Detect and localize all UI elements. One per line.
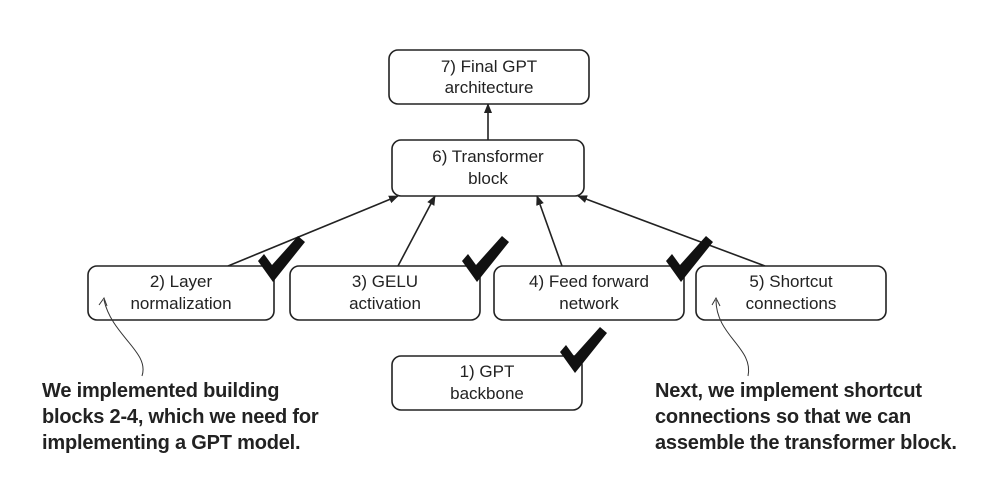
callout-line-left xyxy=(103,299,144,377)
callout-arrow-right xyxy=(711,296,721,307)
node-feed-forward-line2: network xyxy=(559,294,619,313)
checkmark-icon-gpt-backbone xyxy=(560,327,607,373)
node-transformer-line2: block xyxy=(468,169,508,188)
node-shortcut-line2: connections xyxy=(746,294,837,313)
node-feed-forward-network: 4) Feed forward network xyxy=(493,265,685,321)
node-final-gpt-line2: architecture xyxy=(445,78,534,97)
node-transformer-line1: 6) Transformer xyxy=(432,147,544,166)
checkmark-icon-feed-forward-network xyxy=(666,236,713,282)
node-backbone-line1: 1) GPT xyxy=(460,362,515,381)
node-final-gpt-line1: 7) Final GPT xyxy=(441,57,537,76)
node-shortcut-connections: 5) Shortcut connections xyxy=(695,265,887,321)
node-feed-forward-line1: 4) Feed forward xyxy=(529,272,649,291)
checkmark-icon-gelu-activation xyxy=(462,236,509,282)
edge-feedforward-to-transformer xyxy=(536,195,563,267)
node-gelu-activation: 3) GELU activation xyxy=(289,265,481,321)
node-shortcut-line1: 5) Shortcut xyxy=(749,272,832,291)
node-layer-norm-line2: normalization xyxy=(130,294,231,313)
node-backbone-line2: backbone xyxy=(450,384,524,403)
edge-gelu-to-transformer xyxy=(397,195,436,267)
node-final-gpt-architecture: 7) Final GPT architecture xyxy=(388,49,590,105)
node-layer-normalization: 2) Layer normalization xyxy=(87,265,275,321)
callout-arrow-left xyxy=(98,296,108,307)
note-left: We implemented building blocks 2-4, whic… xyxy=(42,380,319,454)
edge-layernorm-to-transformer xyxy=(227,195,399,267)
node-gelu-line2: activation xyxy=(349,294,421,313)
note-right: Next, we implement shortcut connections … xyxy=(655,380,957,454)
checkmark-icon-layer-normalization xyxy=(258,236,305,282)
node-layer-norm-line1: 2) Layer xyxy=(150,272,213,291)
edge-shortcut-to-transformer xyxy=(577,195,766,267)
node-transformer-block: 6) Transformer block xyxy=(391,139,585,197)
node-gpt-backbone: 1) GPT backbone xyxy=(391,355,583,411)
callout-line-right xyxy=(715,299,750,377)
node-gelu-line1: 3) GELU xyxy=(352,272,418,291)
